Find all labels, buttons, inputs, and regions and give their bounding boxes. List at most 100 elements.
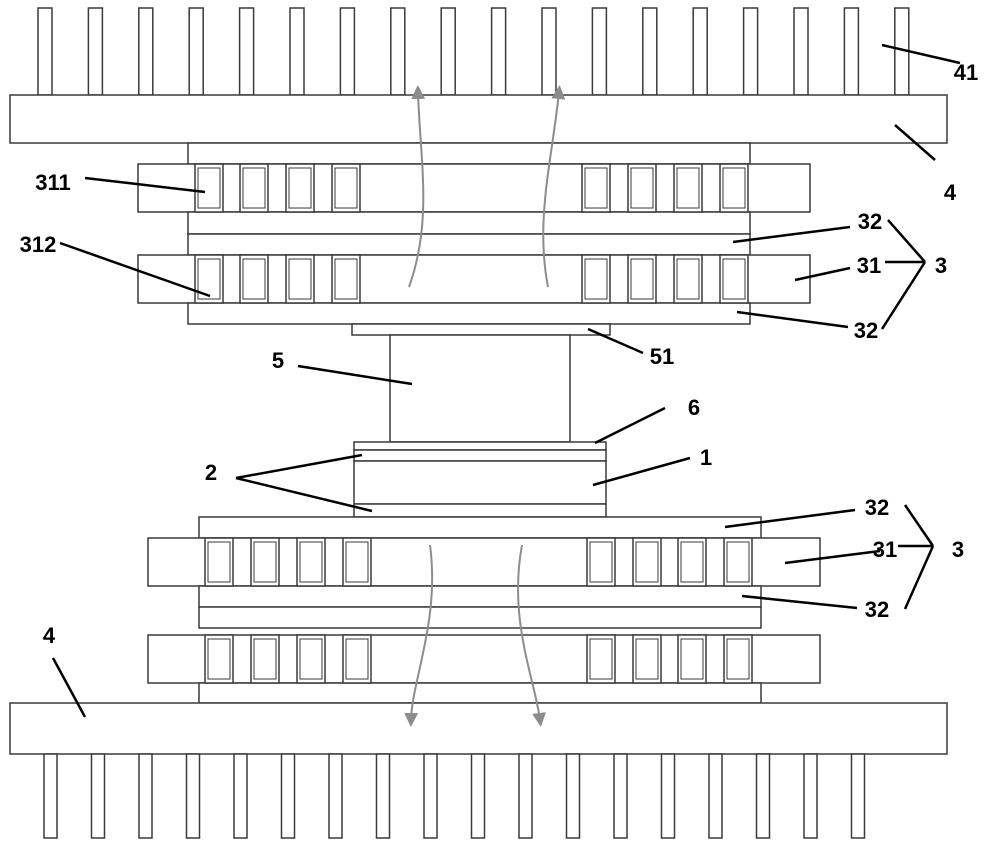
semiconductor-cell-inner (676, 167, 700, 209)
semiconductor-cell-inner (584, 258, 608, 300)
leader-4-top (894, 124, 936, 161)
label-31-b: 31 (873, 537, 897, 562)
leader-41 (881, 43, 961, 65)
semiconductor-cell-inner (630, 167, 654, 209)
fin-top (440, 7, 456, 96)
lower-plate-32-mid-b (198, 606, 762, 629)
fin-bottom (708, 753, 723, 839)
lower-plate-32-mid-a (198, 585, 762, 608)
fin-bottom (90, 753, 106, 839)
fin-bottom (850, 753, 866, 839)
heat-flow-arrow-lower-left (404, 544, 434, 727)
leader-312 (59, 241, 211, 298)
fin-top (793, 7, 809, 96)
label-31-a: 31 (857, 253, 881, 278)
upper-plate-32-bottom (187, 302, 751, 325)
leader-2-upper (235, 453, 363, 480)
label-4-bottom: 4 (43, 623, 56, 648)
semiconductor-cell-inner (242, 258, 266, 300)
heat-flow-arrow-lower-right (517, 544, 547, 727)
leader-lines (51, 43, 961, 718)
semiconductor-cell-inner (680, 541, 704, 583)
semiconductor-cell-inner (253, 638, 277, 680)
upper-plate-32-mid-a (187, 211, 751, 235)
semiconductor-cell (239, 254, 269, 304)
part-51-plate (351, 323, 611, 336)
fin-bottom (518, 753, 533, 839)
leader-3a-lower (880, 261, 927, 330)
callout-labels: 41 4 311 312 32 31 3 32 51 5 6 2 1 32 31… (20, 60, 979, 648)
semiconductor-cell (677, 537, 707, 587)
lower-plate-32-bottom (198, 682, 762, 704)
semiconductor-cell-inner (584, 167, 608, 209)
fin-top (339, 7, 356, 96)
semiconductor-cell-inner (197, 258, 221, 300)
semiconductor-cell-inner (630, 258, 654, 300)
semiconductor-cell (331, 163, 361, 213)
leader-31-a (794, 266, 851, 282)
semiconductor-cell (239, 163, 269, 213)
semiconductor-cell (204, 537, 234, 587)
semiconductor-cell-inner (676, 258, 700, 300)
semiconductor-cell (342, 537, 372, 587)
label-311: 311 (35, 170, 71, 195)
label-2: 2 (205, 460, 217, 485)
fin-top (843, 7, 860, 96)
leader-1 (592, 456, 691, 487)
semiconductor-cell-inner (635, 638, 659, 680)
fin-bottom (423, 753, 438, 839)
leader-2-lower (235, 476, 373, 513)
semiconductor-cell (586, 634, 616, 684)
upper-layer-31-bottom (137, 254, 811, 304)
bottom-heatsink-base (9, 702, 948, 755)
fin-top (37, 7, 53, 96)
middle-stack (353, 441, 607, 518)
fin-top (591, 7, 608, 96)
fin-bottom (565, 753, 581, 839)
semiconductor-cell (723, 634, 753, 684)
heat-flow-arrows (404, 85, 566, 727)
semiconductor-cell (719, 163, 749, 213)
lower-layer-31-top (147, 537, 821, 587)
semiconductor-cell (296, 537, 326, 587)
leader-4-bottom (51, 657, 87, 718)
leader-51 (587, 327, 644, 355)
semiconductor-cell (581, 254, 611, 304)
fin-top (642, 7, 658, 96)
semiconductor-cell (285, 163, 315, 213)
semiconductor-cell (632, 634, 662, 684)
semiconductor-cell (627, 254, 657, 304)
upper-thermoelectric-module (137, 142, 811, 325)
fin-bottom (803, 753, 818, 839)
label-6: 6 (688, 395, 700, 420)
semiconductor-cell-inner (197, 167, 221, 209)
semiconductor-cell (719, 254, 749, 304)
leader-311 (84, 176, 206, 194)
lower-layer-31-bottom (147, 634, 821, 684)
upper-plate-32-top (187, 142, 751, 165)
label-5: 5 (272, 348, 284, 373)
leader-3b-upper (903, 504, 935, 547)
lower-plate-32-top (198, 516, 762, 539)
semiconductor-cell (296, 634, 326, 684)
semiconductor-cell-inner (589, 541, 613, 583)
semiconductor-cell (250, 634, 280, 684)
semiconductor-cell (673, 254, 703, 304)
semiconductor-cell-inner (345, 541, 369, 583)
fin-top (238, 7, 255, 96)
semiconductor-cell-inner (334, 167, 358, 209)
fin-top (289, 7, 305, 96)
semiconductor-cell-inner (253, 541, 277, 583)
fin-top (138, 7, 154, 96)
upper-semiconductor-cells (194, 163, 749, 304)
top-heatsink-base (9, 94, 948, 144)
fin-bottom (328, 753, 343, 839)
label-32-a: 32 (858, 209, 882, 234)
semiconductor-cell (586, 537, 616, 587)
leader-5 (297, 364, 413, 386)
semiconductor-cell-inner (334, 258, 358, 300)
upper-layer-31-top (137, 163, 811, 213)
semiconductor-cell (250, 537, 280, 587)
part-6-layer (353, 441, 607, 451)
label-312: 312 (20, 232, 57, 257)
